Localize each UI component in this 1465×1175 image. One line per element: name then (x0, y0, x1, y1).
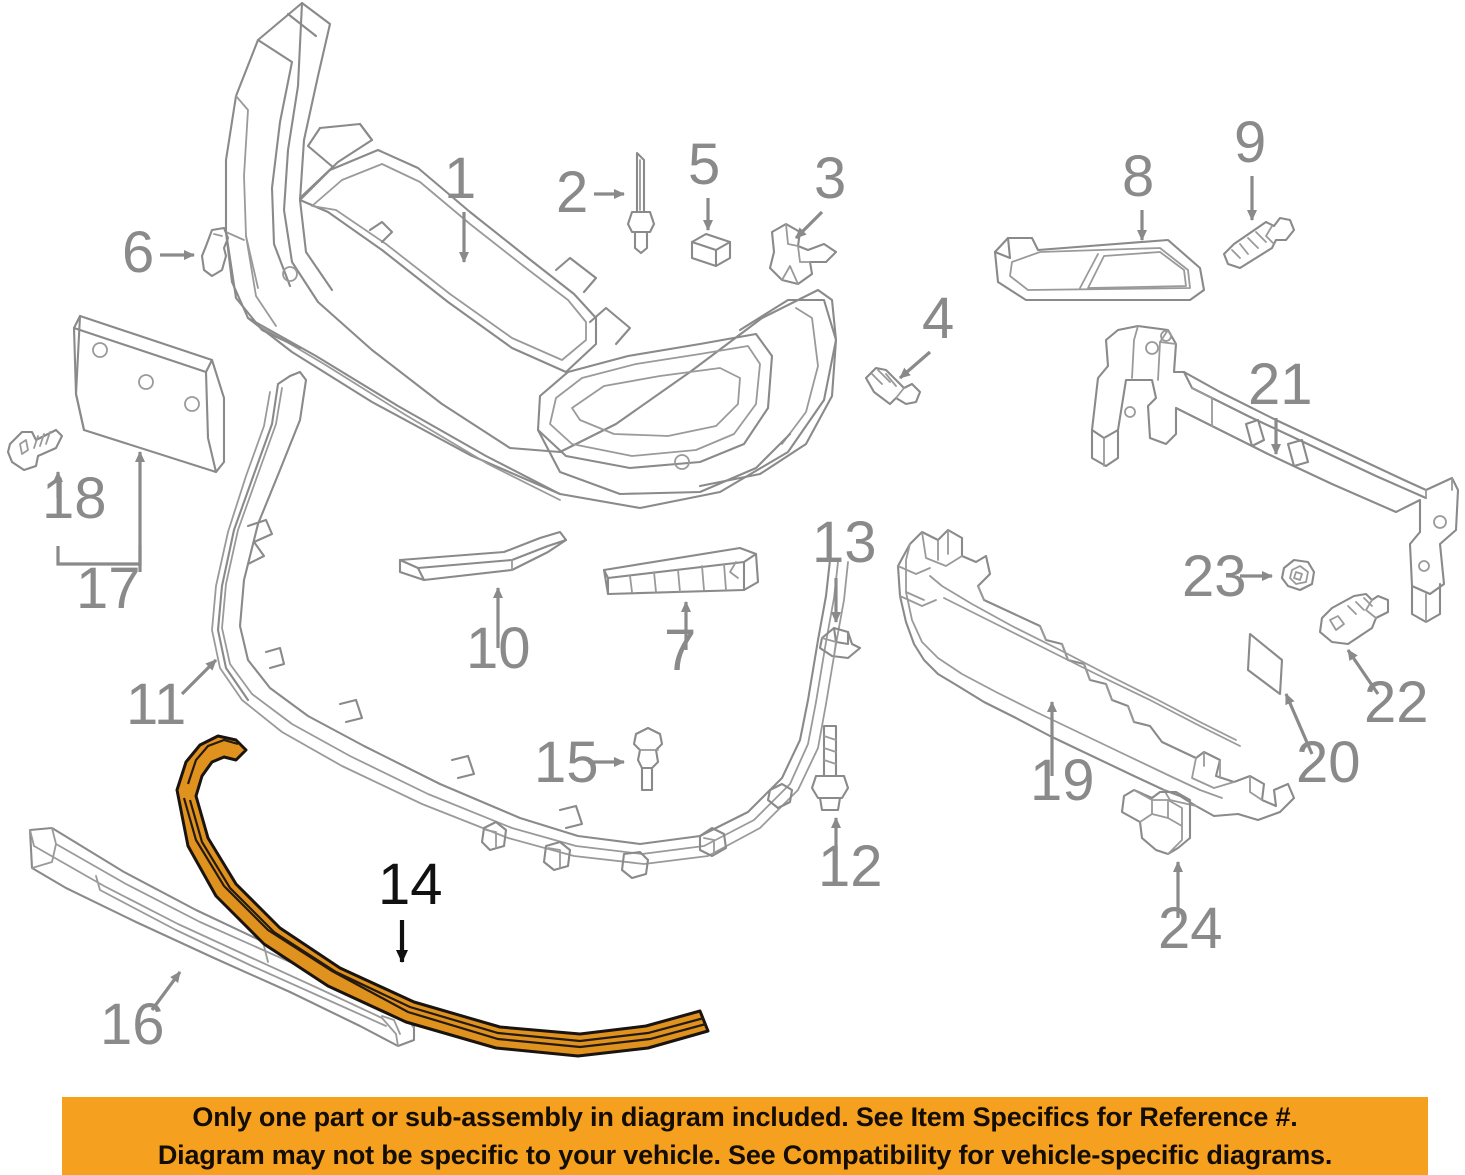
callout-2: 2 (556, 160, 625, 225)
callout-18-label: 18 (42, 466, 107, 531)
callout-4: 4 (898, 286, 954, 380)
callout-7: 7 (664, 601, 696, 683)
part-9-fog-lamp-bezel-bolt (1222, 216, 1296, 270)
part-13-square-grommet-nut (818, 626, 862, 660)
callout-6-label: 6 (122, 220, 154, 285)
callout-12: 12 (818, 817, 883, 899)
callout-21: 21 (1248, 352, 1313, 455)
callout-10: 10 (466, 587, 531, 681)
disclaimer-line-1: Only one part or sub-assembly in diagram… (192, 1102, 1298, 1132)
callout-17-label: 17 (76, 556, 141, 621)
callout-23-label: 23 (1182, 544, 1247, 609)
part-1-front-bumper-cover (224, 1, 838, 510)
part-8-fog-lamp-bezel-cover (993, 236, 1206, 302)
callout-8: 8 (1122, 144, 1154, 241)
callout-24: 24 (1158, 861, 1223, 961)
callout-24-label: 24 (1158, 896, 1223, 961)
callout-14: 14 (378, 852, 443, 963)
callout-5-label: 5 (688, 132, 720, 197)
callout-6: 6 (122, 220, 195, 285)
callout-15: 15 (534, 730, 625, 795)
callout-3: 3 (794, 146, 846, 240)
part-23-flange-nut (1280, 558, 1316, 592)
callout-1-label: 1 (444, 146, 476, 211)
part-7-grille-insert-block (602, 546, 760, 596)
part-5-bumper-cover-spacer-block (690, 232, 732, 268)
part-21-bumper-impact-reinforcement-bar (1090, 324, 1460, 624)
part-2-bumper-cover-pin (626, 151, 656, 255)
callout-7-label: 7 (664, 618, 696, 683)
callout-9: 9 (1234, 110, 1266, 221)
part-18-license-bracket-screw (6, 428, 64, 472)
callout-1: 1 (444, 146, 476, 263)
callout-16-label: 16 (100, 992, 165, 1057)
callout-19-label: 19 (1030, 748, 1095, 813)
disclaimer-banner: Only one part or sub-assembly in diagram… (62, 1097, 1428, 1175)
callout-22: 22 (1346, 649, 1429, 735)
callout-22-label: 22 (1364, 670, 1429, 735)
disclaimer-line-2: Diagram may not be specific to your vehi… (157, 1140, 1333, 1170)
callout-8-label: 8 (1122, 144, 1154, 209)
callout-12-label: 12 (818, 834, 883, 899)
part-12-flange-bolt (810, 724, 850, 812)
part-11-lower-valance-grille (211, 370, 849, 880)
callout-23: 23 (1182, 544, 1273, 609)
callout-11-label: 11 (126, 672, 186, 737)
callout-15-label: 15 (534, 730, 599, 795)
callout-17-18-bracket: 18 17 (42, 451, 145, 621)
part-20-reinforcement-pad (1246, 632, 1284, 696)
callout-16: 16 (100, 971, 182, 1057)
part-24-bracket-clip (1120, 788, 1192, 856)
callout-13-label: 13 (812, 510, 877, 575)
callout-19: 19 (1030, 701, 1095, 813)
part-14-front-air-dam-spoiler-lip (175, 734, 710, 1058)
part-17-license-plate-bracket-assembly (72, 314, 226, 474)
callout-2-label: 2 (556, 160, 588, 225)
part-4-bumper-cover-screw (864, 366, 922, 406)
callout-9-label: 9 (1234, 110, 1266, 175)
callout-20: 20 (1284, 693, 1361, 795)
callout-11: 11 (126, 658, 218, 737)
part-6-push-pin-retainer (200, 226, 230, 278)
callout-14-label: 14 (378, 852, 443, 917)
callout-4-label: 4 (922, 286, 954, 351)
part-10-lower-grille-molding (398, 530, 568, 582)
callout-3-label: 3 (814, 146, 846, 211)
callout-13: 13 (812, 510, 877, 623)
callout-21-label: 21 (1248, 352, 1313, 417)
part-22-reinforcement-flange-bolt (1318, 592, 1390, 646)
callout-5: 5 (688, 132, 720, 231)
part-19-bumper-energy-absorber (896, 528, 1296, 822)
part-15-push-rivet-fastener (632, 726, 664, 792)
